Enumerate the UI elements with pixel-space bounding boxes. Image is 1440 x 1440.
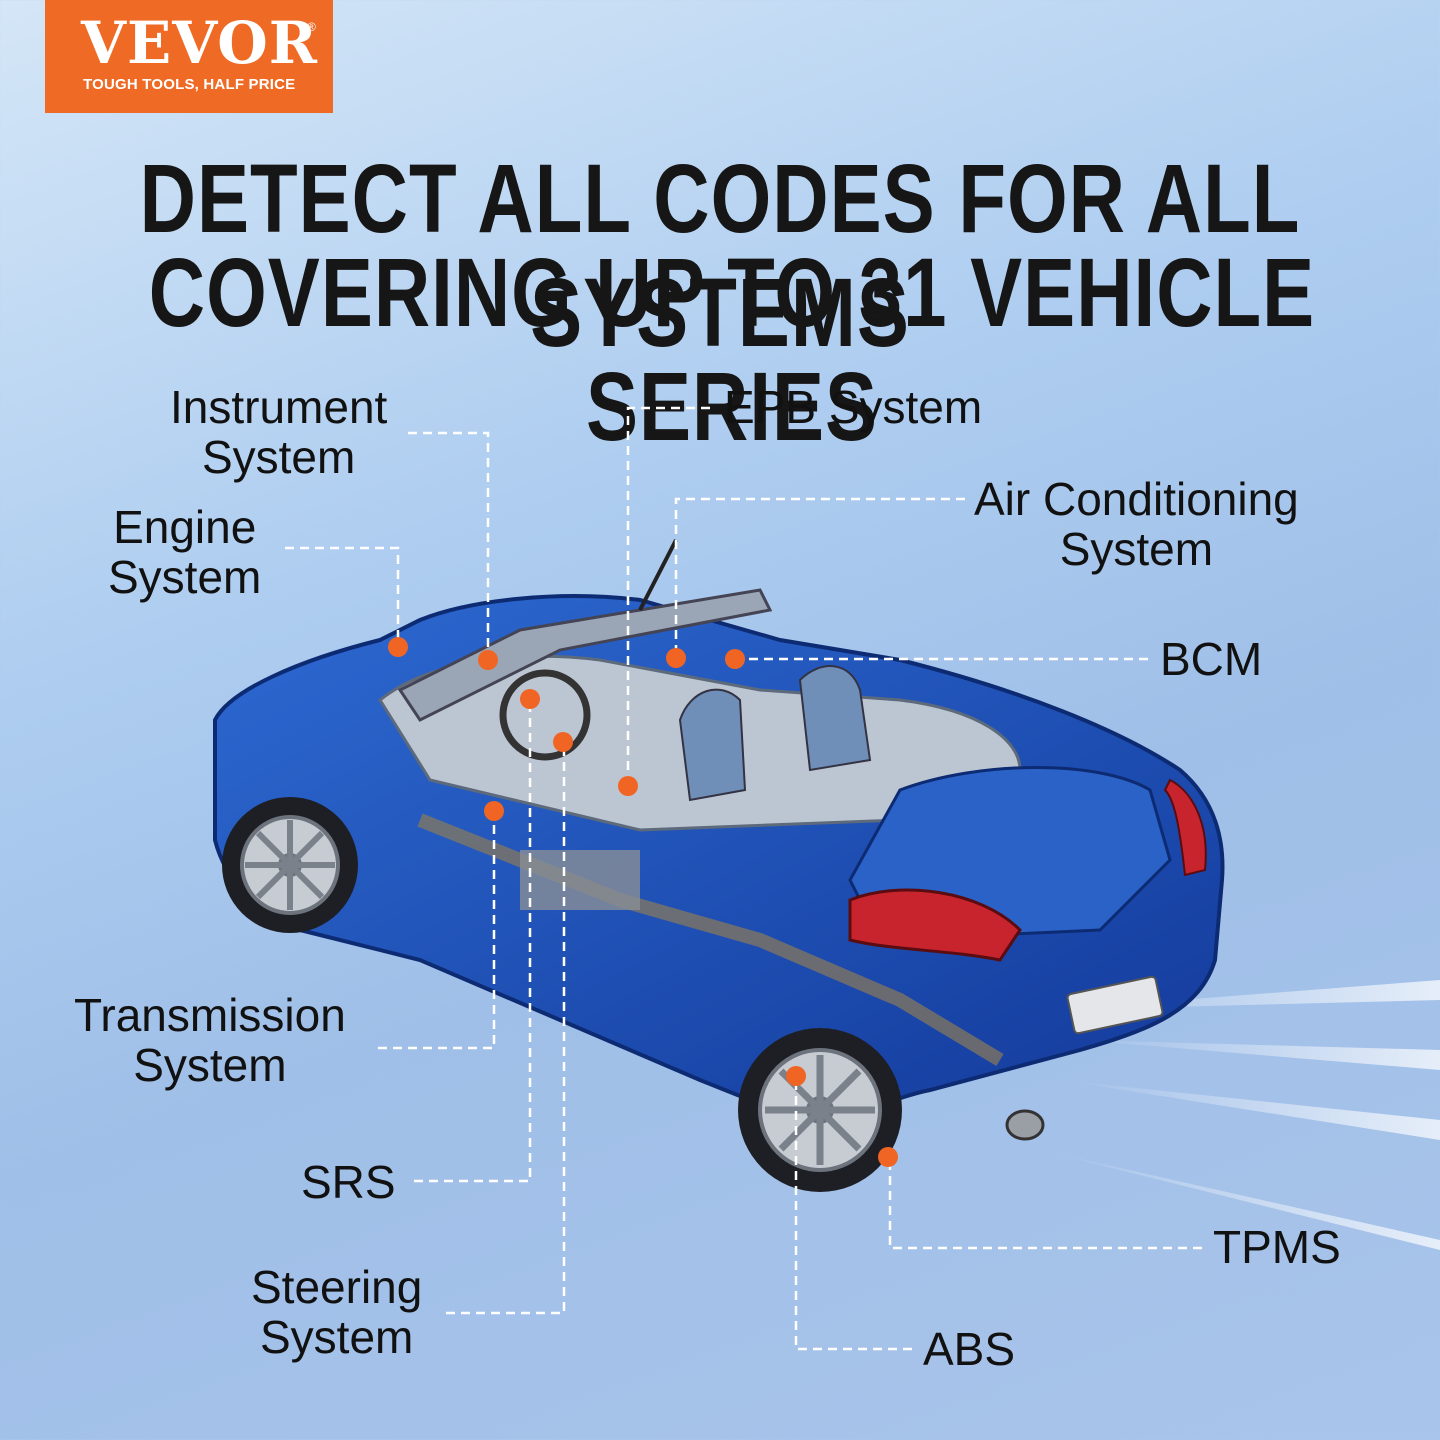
label-abs: ABS <box>923 1323 1016 1375</box>
label-instrument-system: Instrument System <box>170 382 387 482</box>
label-srs: SRS <box>301 1156 396 1208</box>
label-tpms: TPMS <box>1213 1221 1341 1273</box>
label-steering-system: Steering System <box>251 1262 422 1362</box>
label-bcm: BCM <box>1160 633 1263 685</box>
marker-bcm <box>725 649 745 669</box>
label-air-conditioning-system: Air Conditioning System <box>974 474 1299 574</box>
marker-air-conditioning <box>666 648 686 668</box>
front-wheel <box>222 797 358 933</box>
label-transmission-line-2: System <box>133 1039 287 1091</box>
marker-instrument <box>478 650 498 670</box>
leader-lines <box>285 406 1202 1351</box>
marker-abs <box>786 1066 806 1086</box>
vevor-logo: VEVOR ® TOUGH TOOLS, HALF PRICE <box>45 0 333 113</box>
logo-tagline: TOUGH TOOLS, HALF PRICE <box>83 76 296 93</box>
marker-transmission <box>484 801 504 821</box>
logo-brand-name: VEVOR <box>81 9 318 77</box>
headline-line-2: COVERING UP TO 31 VEHICLE SERIES <box>148 237 1316 461</box>
marker-srs <box>520 689 540 709</box>
rear-wheel <box>738 1028 902 1192</box>
label-epb-system: EPB System <box>724 381 983 433</box>
label-steering-line-2: System <box>259 1311 414 1363</box>
label-ac-line-2: System <box>1059 523 1214 575</box>
marker-engine <box>388 637 408 657</box>
label-instrument-line-2: System <box>201 431 356 483</box>
headline-line-1: DETECT ALL CODES FOR ALL SYSTEMS <box>139 143 1301 367</box>
motion-streaks <box>1040 980 1440 1250</box>
marker-tpms <box>878 1147 898 1167</box>
system-markers <box>388 637 898 1167</box>
label-transmission-system: Transmission System <box>74 990 346 1090</box>
logo-registered-mark: ® <box>307 20 316 34</box>
label-instrument-line-1: Instrument <box>170 381 388 433</box>
car-body <box>213 539 1225 1141</box>
marker-epb <box>618 776 638 796</box>
label-transmission-line-1: Transmission <box>74 989 346 1041</box>
marker-steering <box>553 732 573 752</box>
label-ac-line-1: Air Conditioning <box>974 473 1299 525</box>
label-engine-line-2: System <box>108 551 262 603</box>
label-engine-system: Engine System <box>108 502 261 602</box>
label-engine-line-1: Engine <box>113 501 257 553</box>
label-steering-line-1: Steering <box>251 1261 423 1313</box>
